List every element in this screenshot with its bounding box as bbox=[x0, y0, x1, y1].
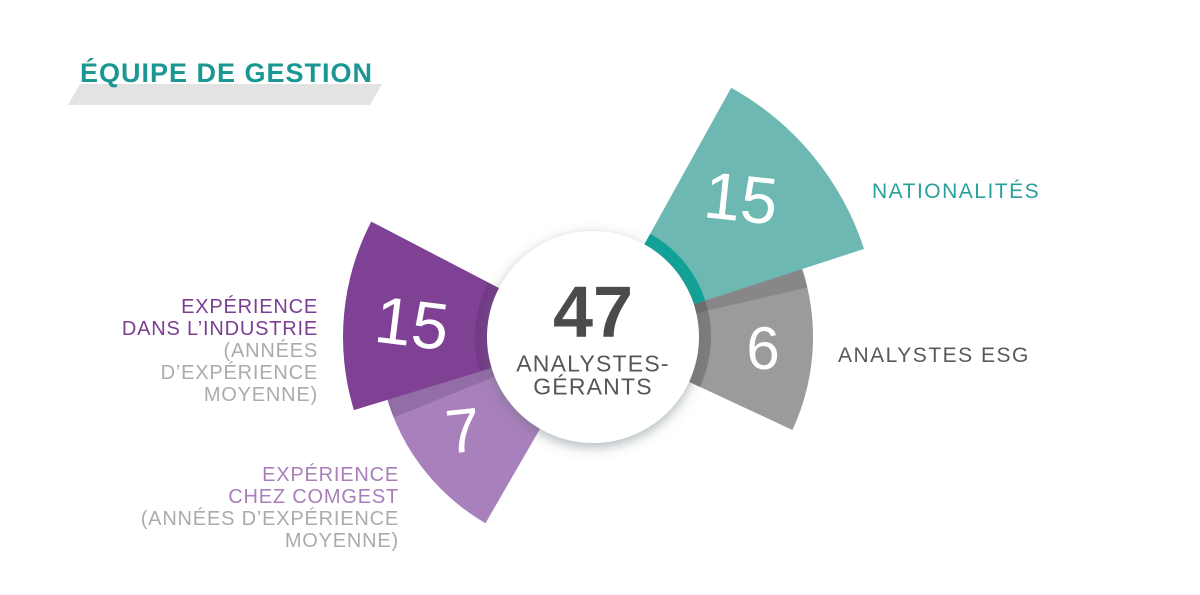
label-nationalities: NATIONALITÉS bbox=[872, 180, 1041, 203]
label-industry-sub2: D’EXPÉRIENCE bbox=[160, 362, 318, 384]
value-nationalities: 15 bbox=[700, 157, 782, 239]
label-comgest-line2: CHEZ COMGEST bbox=[228, 486, 399, 508]
label-comgest-experience: EXPÉRIENCE CHEZ COMGEST (ANNÉES D’EXPÉRI… bbox=[141, 464, 399, 552]
center-circle bbox=[487, 231, 699, 443]
center-kpi-value: 47 bbox=[552, 272, 634, 353]
value-comgest-experience: 7 bbox=[442, 395, 484, 468]
value-industry-experience: 15 bbox=[371, 281, 453, 365]
label-comgest-sub1: (ANNÉES D’EXPÉRIENCE bbox=[140, 508, 399, 530]
center-kpi-label-line1: ANALYSTES- bbox=[516, 350, 670, 377]
center-kpi-label: ANALYSTES- GÉRANTS bbox=[483, 350, 703, 400]
label-industry-sub3: MOYENNE) bbox=[203, 384, 318, 406]
wedge-industry bbox=[342, 221, 593, 411]
label-comgest-sub2: MOYENNE) bbox=[284, 530, 399, 552]
center-kpi-label-line2: GÉRANTS bbox=[533, 373, 653, 400]
label-industry-line2: DANS L’INDUSTRIE bbox=[121, 318, 318, 340]
value-esg-analysts: 6 bbox=[746, 315, 780, 382]
center-kpi: 47 ANALYSTES- GÉRANTS bbox=[483, 272, 703, 400]
label-esg-analysts: ANALYSTES ESG bbox=[838, 344, 1030, 367]
page-title: ÉQUIPE DE GESTION bbox=[80, 58, 374, 88]
label-industry-experience: EXPÉRIENCE DANS L’INDUSTRIE (ANNÉES D’EX… bbox=[122, 296, 318, 406]
label-comgest-line1: EXPÉRIENCE bbox=[262, 464, 399, 486]
label-industry-sub1: (ANNÉES bbox=[223, 340, 318, 362]
label-industry-line1: EXPÉRIENCE bbox=[181, 296, 318, 318]
